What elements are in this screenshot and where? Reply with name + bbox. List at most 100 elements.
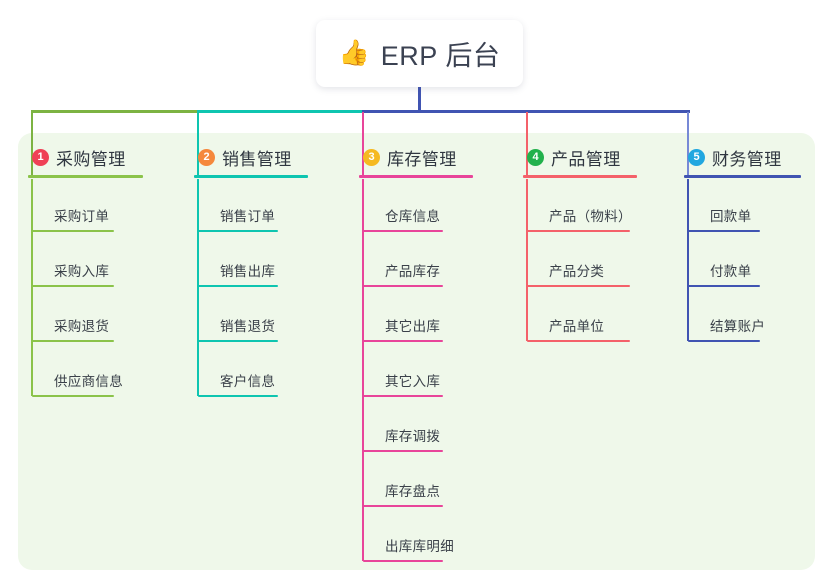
column-1-item-underline [32,340,114,342]
column-2-number-badge: 2 [198,148,215,166]
column-5-item-label: 回款单 [710,209,752,224]
drop-connector-1 [31,112,34,176]
column-2-item-underline [198,285,278,287]
column-2-item[interactable]: 销售订单 [198,205,278,232]
column-5-item-label: 结算账户 [710,319,766,334]
column-3-item-underline [363,230,443,232]
column-1-item-underline [32,230,114,232]
bar-segment-teal [196,110,365,113]
column-2-item-label: 销售出库 [220,264,276,279]
column-2-item[interactable]: 客户信息 [198,370,278,397]
column-2-item-label: 销售退货 [220,319,276,334]
column-4-underline [523,175,637,178]
column-4-item[interactable]: 产品单位 [527,315,630,342]
column-5-item[interactable]: 付款单 [688,260,760,287]
column-1-item[interactable]: 采购退货 [32,315,114,342]
column-2-underline [194,175,308,178]
column-4-item-label: 产品（物料） [549,209,632,224]
column-4-item-underline [527,285,630,287]
column-1-item-underline [32,285,114,287]
column-2-item[interactable]: 销售出库 [198,260,278,287]
column-1-item-label: 采购退货 [54,319,110,334]
column-3-number-badge: 3 [363,148,380,166]
trunk-vertical-connector [417,87,421,113]
column-1-item-label: 供应商信息 [54,374,123,389]
column-3-item-label: 仓库信息 [385,209,441,224]
column-1-item[interactable]: 供应商信息 [32,370,123,397]
column-3-item-label: 出库库明细 [385,539,454,554]
column-5-item[interactable]: 回款单 [688,205,760,232]
column-1-item[interactable]: 采购订单 [32,205,114,232]
column-3-item-underline [363,340,443,342]
column-3-header[interactable]: 3 库存管理 [359,145,473,178]
column-3-item-underline [363,505,443,507]
column-1-title: 采购管理 [56,149,126,169]
column-4-item-label: 产品单位 [549,319,605,334]
column-2-item-label: 销售订单 [220,209,276,224]
column-2-item-underline [198,340,278,342]
column-4-spine [526,179,528,341]
column-1-title-row: 1 采购管理 [28,145,143,169]
column-2-title: 销售管理 [222,149,292,169]
column-5-header[interactable]: 5 财务管理 [684,145,801,178]
drop-connector-4 [526,112,529,176]
column-3-spine [362,179,364,561]
column-5-item-underline [688,230,760,232]
column-1-underline [28,175,143,178]
bar-segment-green [30,110,200,113]
column-5-title: 财务管理 [712,149,782,169]
thumbs-up-icon: 👍 [338,39,370,67]
column-1-spine [31,179,33,396]
drop-connector-5 [687,112,690,176]
column-5-spine [687,179,689,341]
column-3-item[interactable]: 库存调拨 [363,425,443,452]
column-4-item[interactable]: 产品（物料） [527,205,632,232]
column-4-header[interactable]: 4 产品管理 [523,145,637,178]
root-node[interactable]: 👍 ERP 后台 [316,20,523,87]
column-2-spine [197,179,199,396]
column-3-title: 库存管理 [387,149,457,169]
column-2-item-label: 客户信息 [220,374,276,389]
column-3-item-underline [363,285,443,287]
column-5-item[interactable]: 结算账户 [688,315,765,342]
column-5-item-underline [688,340,760,342]
column-3-item-label: 库存盘点 [385,484,441,499]
column-1-item-underline [32,395,114,397]
drop-connector-2 [197,112,200,176]
column-3-item-underline [363,450,443,452]
column-5-underline [684,175,801,178]
column-3-underline [359,175,473,178]
column-3-item[interactable]: 出库库明细 [363,535,454,562]
column-3-item[interactable]: 产品库存 [363,260,443,287]
drop-connector-3 [362,112,365,176]
column-4-title: 产品管理 [551,149,621,169]
column-1-item-label: 采购订单 [54,209,110,224]
column-2-item[interactable]: 销售退货 [198,315,278,342]
column-3-item-underline [363,395,443,397]
column-2-header[interactable]: 2 销售管理 [194,145,308,178]
column-3-title-row: 3 库存管理 [359,145,473,169]
column-1-number-badge: 1 [32,148,49,166]
column-5-number-badge: 5 [688,148,705,166]
column-3-item-label: 其它入库 [385,374,441,389]
column-3-item[interactable]: 仓库信息 [363,205,443,232]
column-4-item-underline [527,340,630,342]
column-4-number-badge: 4 [527,148,544,166]
column-3-item[interactable]: 库存盘点 [363,480,443,507]
column-5-item-underline [688,285,760,287]
column-3-item-label: 其它出库 [385,319,441,334]
column-3-item[interactable]: 其它入库 [363,370,443,397]
column-2-title-row: 2 销售管理 [194,145,308,169]
column-2-item-underline [198,395,278,397]
column-5-title-row: 5 财务管理 [684,145,801,169]
column-3-item-underline [363,560,443,562]
column-3-item[interactable]: 其它出库 [363,315,443,342]
column-1-item[interactable]: 采购入库 [32,260,114,287]
column-1-item-label: 采购入库 [54,264,110,279]
root-node-title: ERP 后台 [380,41,501,71]
column-4-item-label: 产品分类 [549,264,605,279]
column-4-item[interactable]: 产品分类 [527,260,630,287]
bar-segment-blue [361,110,690,113]
column-1-header[interactable]: 1 采购管理 [28,145,143,178]
